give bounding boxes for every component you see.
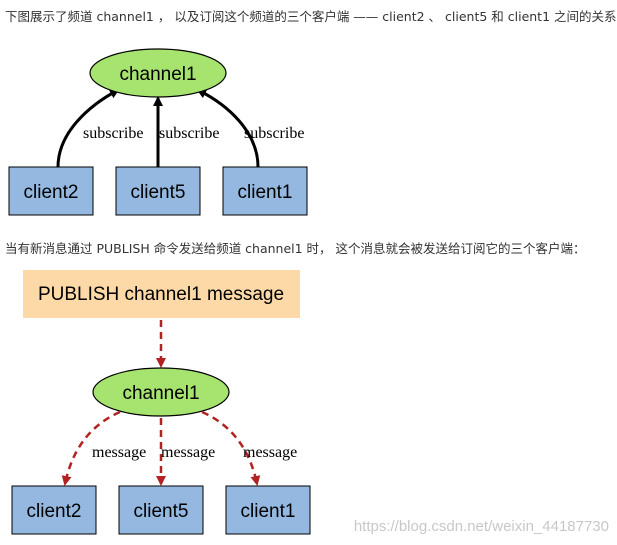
client2-node [8, 166, 94, 216]
client1-label: client1 [238, 182, 293, 203]
publish-client5-node [118, 485, 204, 535]
publish-command-box [23, 270, 300, 318]
publish-caption: 当有新消息通过 PUBLISH 命令发送给频道 channel1 时， 这个消息… [5, 241, 586, 256]
message-label-3: message [243, 444, 297, 461]
publish-arrow-client1 [201, 410, 261, 486]
message-label-1: message [92, 444, 146, 461]
subscribe-arrow-client2 [56, 88, 120, 168]
client5-node [115, 166, 201, 216]
publish-client1-node [225, 485, 311, 535]
message-label-2: message [161, 444, 215, 461]
client2-label: client2 [24, 182, 79, 203]
publish-arrow-client2 [61, 410, 121, 486]
watermark-text: https://blog.csdn.net/weixin_44187730 [354, 518, 609, 535]
subscribe-arrow-client1 [196, 88, 260, 168]
client5-label: client5 [131, 182, 186, 203]
channel1-label: channel1 [119, 64, 196, 85]
channel1-node [89, 48, 227, 98]
publish-client2-label: client2 [27, 501, 82, 522]
publish-command-label: PUBLISH channel1 message [38, 284, 284, 305]
publish-channel1-label: channel1 [122, 383, 199, 404]
intro-caption: 下图展示了频道 channel1 ， 以及订阅这个频道的三个客户端 —— cli… [5, 9, 617, 24]
publish-diagram: PUBLISH channel1 message channel1 messag… [11, 270, 311, 535]
publish-client2-node [11, 485, 97, 535]
publish-client1-label: client1 [241, 501, 296, 522]
publish-channel1-node [92, 367, 230, 417]
subscribe-diagram: channel1 subscribe subscribe subscribe c… [8, 48, 308, 216]
subscribe-label-2: subscribe [159, 125, 219, 142]
subscribe-label-3: subscribe [244, 125, 304, 142]
subscribe-label-1: subscribe [83, 125, 143, 142]
publish-client5-label: client5 [134, 501, 189, 522]
client1-node [222, 166, 308, 216]
